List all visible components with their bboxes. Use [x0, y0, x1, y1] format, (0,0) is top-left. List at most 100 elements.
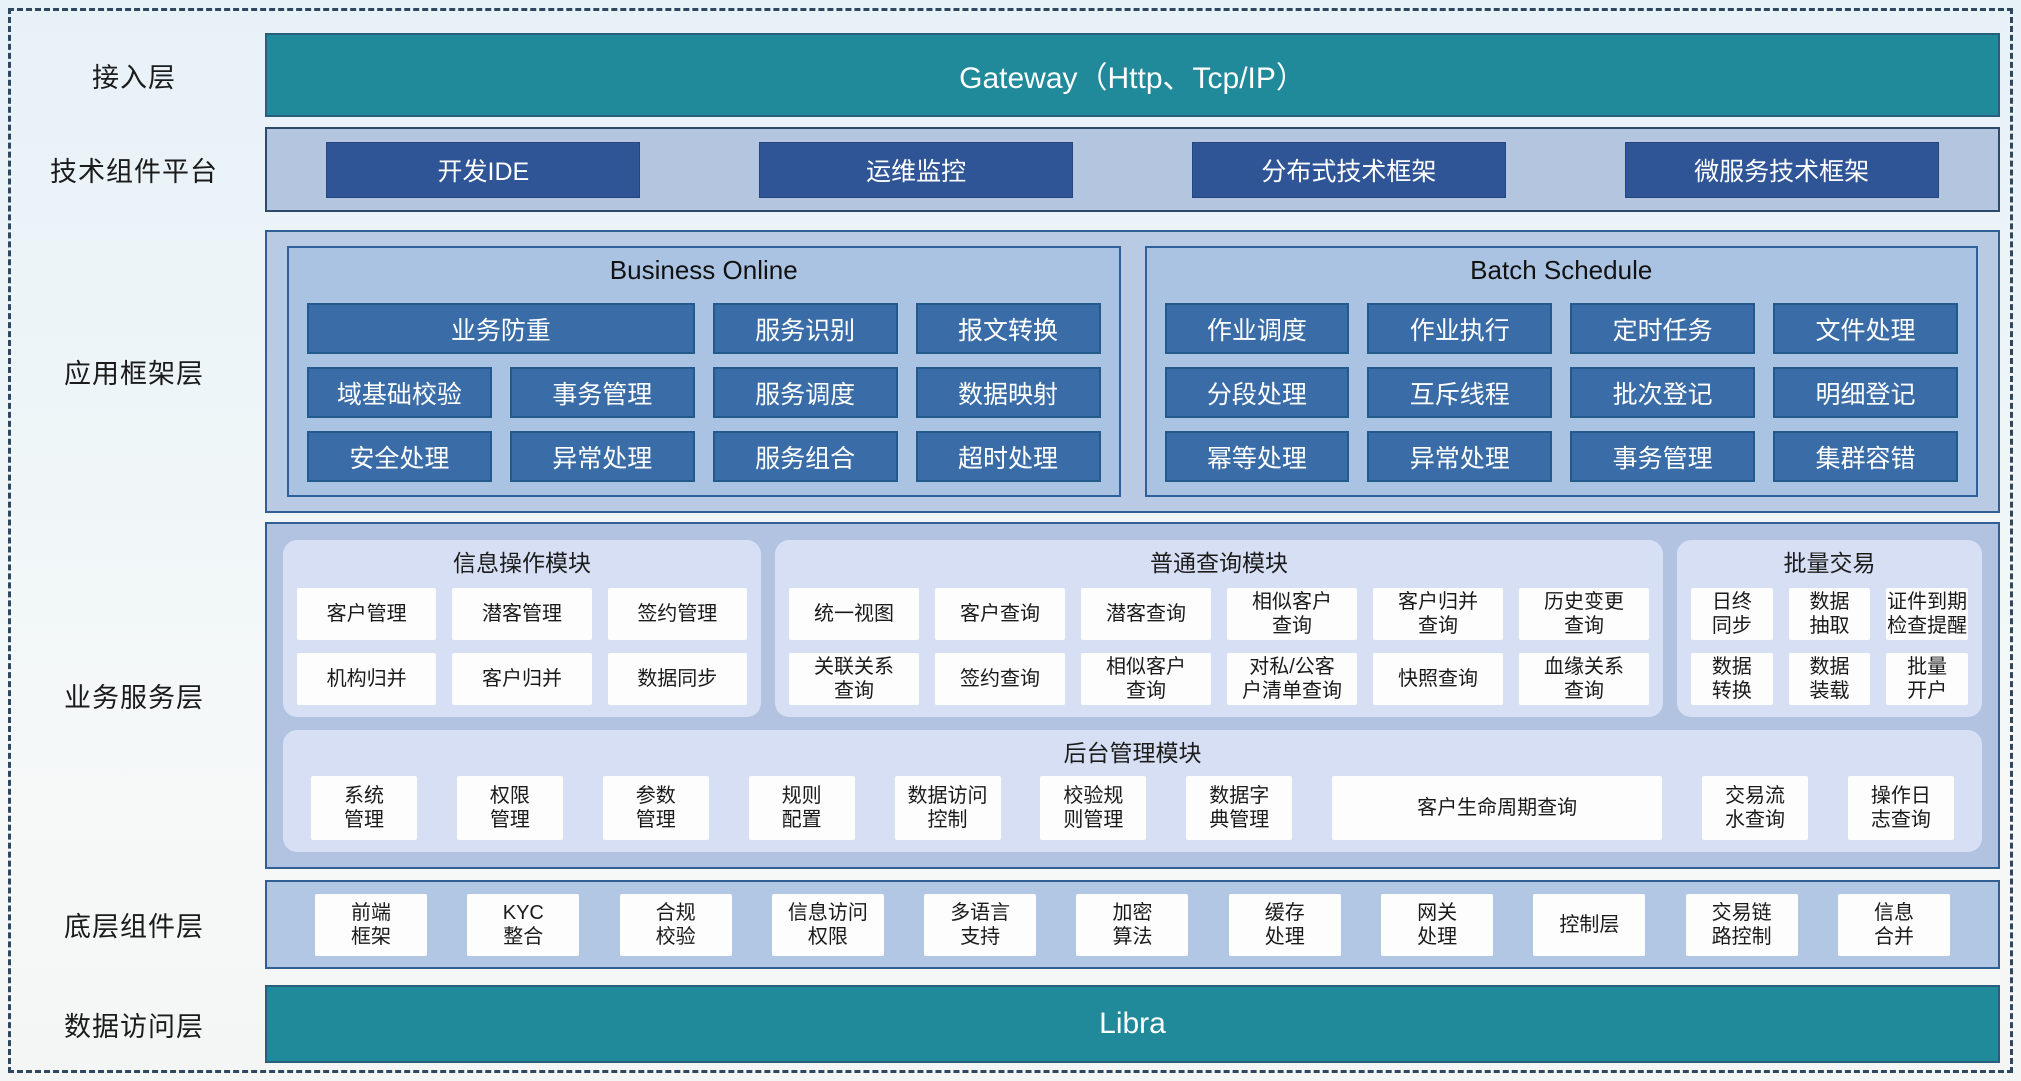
tech-platform-button: 运维监控: [759, 141, 1074, 198]
base-component-cell: 交易链 路控制: [1685, 893, 1798, 956]
app-framework-button: 文件处理: [1773, 303, 1958, 354]
libra-bar: Libra: [265, 985, 2000, 1063]
app-framework-button: 作业调度: [1164, 303, 1350, 354]
module-title-common-query: 普通查询模块: [1150, 550, 1288, 576]
app-framework-button: 安全处理: [307, 431, 492, 482]
admin-cell: 权限 管理: [456, 776, 563, 840]
tech-platform-button: 微服务技术框架: [1624, 141, 1939, 198]
gateway-bar: Gateway（Http、Tcp/IP）: [265, 33, 2000, 117]
app-framework-button: 互斥线程: [1367, 367, 1553, 418]
service-cell: 潜客查询: [1081, 588, 1211, 640]
business-online-row-3: 安全处理异常处理服务组合超时处理: [307, 431, 1101, 482]
module-common-query: 普通查询模块 统一视图客户查询潜客查询相似客户 查询客户归并 查询历史变更 查询…: [775, 540, 1663, 717]
admin-cell: 参数 管理: [602, 776, 709, 840]
layer-label-business-services: 业务服务层: [64, 683, 204, 713]
admin-cells: 系统 管理权限 管理参数 管理规则 配置数据访问 控制校验规 则管理数据字 典管…: [297, 776, 1968, 840]
common-query-cells: 统一视图客户查询潜客查询相似客户 查询客户归并 查询历史变更 查询关联关系 查询…: [789, 588, 1649, 705]
app-framework-button: 异常处理: [509, 431, 695, 482]
module-title-admin: 后台管理模块: [1063, 740, 1202, 766]
admin-cell: 规则 配置: [748, 776, 855, 840]
gateway-bar-text: Gateway（Http、Tcp/IP）: [959, 62, 1306, 95]
service-cell: 客户归并 查询: [1373, 588, 1503, 640]
panel-title-batch-schedule: Batch Schedule: [1470, 255, 1653, 285]
service-cell: 相似客户 查询: [1081, 653, 1211, 705]
module-admin: 后台管理模块 系统 管理权限 管理参数 管理规则 配置数据访问 控制校验规 则管…: [283, 730, 1982, 852]
base-component-cell: 信息访问 权限: [771, 893, 884, 956]
service-cell: 签约查询: [935, 653, 1065, 705]
layer-label-base-components: 底层组件层: [64, 912, 204, 942]
layer-label-data-access: 数据访问层: [64, 1011, 204, 1042]
admin-cell: 系统 管理: [311, 776, 417, 840]
app-framework-button: 事务管理: [509, 367, 695, 418]
app-framework-button: 异常处理: [1367, 431, 1553, 482]
app-framework-button: 数据映射: [915, 367, 1101, 418]
tech-platform-bar: 开发IDE 运维监控 分布式技术框架 微服务技术框架: [265, 127, 2000, 212]
base-component-cell: 合规 校验: [619, 893, 732, 956]
panel-title-business-online: Business Online: [609, 255, 798, 285]
app-framework-button: 业务防重: [307, 303, 695, 354]
base-component-cell: 缓存 处理: [1228, 893, 1341, 956]
admin-cell: 客户生命周期查询: [1332, 776, 1663, 840]
base-component-cell: 多语言 支持: [924, 893, 1037, 956]
module-batch-trade: 批量交易 日终 同步数据 抽取证件到期 检查提醒数据 转换数据 装载批量 开户: [1677, 540, 1982, 717]
business-online-row-1: 业务防重服务识别报文转换: [307, 303, 1101, 354]
tech-platform-button: 分布式技术框架: [1191, 141, 1506, 198]
service-cell: 数据同步: [607, 653, 747, 705]
service-cell: 关联关系 查询: [789, 653, 919, 705]
service-cell: 数据 转换: [1691, 653, 1773, 705]
base-component-cell: 控制层: [1533, 893, 1646, 956]
admin-cell: 操作日 志查询: [1847, 776, 1954, 840]
business-online-row-2: 域基础校验事务管理服务调度数据映射: [307, 367, 1101, 418]
service-cell: 客户归并: [452, 653, 592, 705]
app-framework-button: 集群容错: [1773, 431, 1958, 482]
service-cell: 历史变更 查询: [1519, 588, 1649, 640]
service-cell: 对私/公客 户清单查询: [1227, 653, 1357, 705]
batch-trade-cells: 日终 同步数据 抽取证件到期 检查提醒数据 转换数据 装载批量 开户: [1691, 588, 1968, 705]
layer-label-tech-platform: 技术组件平台: [50, 157, 218, 187]
app-framework-button: 超时处理: [915, 431, 1101, 482]
service-cell: 统一视图: [789, 588, 919, 640]
service-cell: 签约管理: [607, 588, 747, 640]
base-component-cell: 前端 框架: [315, 893, 427, 956]
app-framework-button: 明细登记: [1773, 367, 1958, 418]
admin-cell: 数据字 典管理: [1186, 776, 1293, 840]
service-cell: 机构归并: [297, 653, 437, 705]
service-cell: 快照查询: [1373, 653, 1503, 705]
app-framework-button: 幂等处理: [1164, 431, 1350, 482]
service-modules-row: 信息操作模块 客户管理潜客管理签约管理机构归并客户归并数据同步 普通查询模块 统…: [283, 540, 1982, 717]
info-operations-cells: 客户管理潜客管理签约管理机构归并客户归并数据同步: [297, 588, 747, 705]
app-framework-button: 服务识别: [712, 303, 898, 354]
admin-cell: 数据访问 控制: [894, 776, 1001, 840]
module-info-operations: 信息操作模块 客户管理潜客管理签约管理机构归并客户归并数据同步: [283, 540, 761, 717]
app-framework-button: 作业执行: [1367, 303, 1553, 354]
layer-label-app-framework: 应用框架层: [64, 359, 204, 389]
libra-bar-text: Libra: [1099, 1007, 1166, 1040]
app-framework-button: 分段处理: [1164, 367, 1350, 418]
app-framework-button: 批次登记: [1570, 367, 1756, 418]
batch-schedule-row-1: 作业调度作业执行定时任务文件处理: [1164, 303, 1958, 354]
layer-label-access: 接入层: [92, 62, 176, 93]
service-cell: 日终 同步: [1691, 588, 1773, 640]
app-framework-button: 域基础校验: [307, 367, 492, 418]
panel-batch-schedule: Batch Schedule 作业调度作业执行定时任务文件处理 分段处理互斥线程…: [1144, 246, 1978, 497]
app-framework-button: 报文转换: [915, 303, 1101, 354]
app-framework-button: 服务组合: [712, 431, 898, 482]
base-component-cell: 网关 处理: [1381, 893, 1494, 956]
base-component-cell: 信息 合并: [1837, 893, 1950, 956]
app-framework-button: 服务调度: [712, 367, 898, 418]
base-component-cell: KYC 整合: [467, 893, 580, 956]
service-cell: 血缘关系 查询: [1519, 653, 1649, 705]
tech-platform-button: 开发IDE: [326, 141, 641, 198]
panel-business-online: Business Online 业务防重服务识别报文转换 域基础校验事务管理服务…: [287, 246, 1121, 497]
module-title-info-operations: 信息操作模块: [453, 550, 591, 576]
app-framework-button: 定时任务: [1570, 303, 1756, 354]
service-cell: 相似客户 查询: [1227, 588, 1357, 640]
app-framework-button: 事务管理: [1570, 431, 1756, 482]
app-framework-layer: Business Online 业务防重服务识别报文转换 域基础校验事务管理服务…: [265, 230, 2000, 513]
business-services-layer: 信息操作模块 客户管理潜客管理签约管理机构归并客户归并数据同步 普通查询模块 统…: [265, 522, 2000, 869]
service-cell: 数据 装载: [1788, 653, 1871, 705]
admin-cell: 交易流 水查询: [1702, 776, 1808, 840]
service-cell: 客户查询: [935, 588, 1065, 640]
